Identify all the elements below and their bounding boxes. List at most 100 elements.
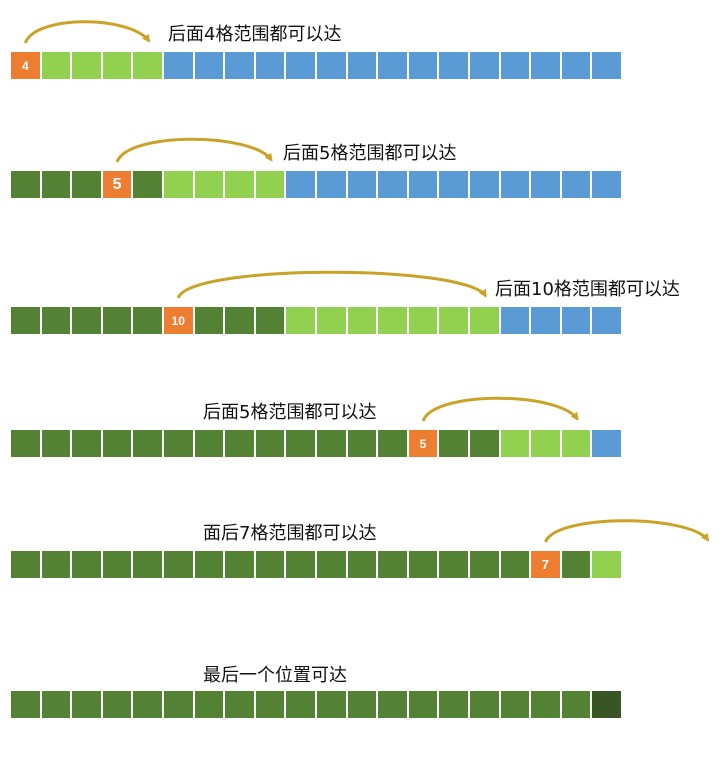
step-1-caption: 后面4格范围都可以达 [168, 24, 342, 45]
array-cell [224, 550, 255, 579]
array-cell [224, 51, 255, 80]
array-cell [224, 306, 255, 335]
last-position-cell [591, 690, 622, 719]
array-cell [560, 429, 592, 458]
array-cell [193, 429, 225, 458]
array-cell [254, 51, 286, 80]
step-3-array-row: 10 [10, 306, 622, 336]
array-cell [162, 429, 194, 458]
array-cell [407, 550, 439, 579]
array-cell [101, 690, 133, 719]
array-cell [591, 306, 622, 335]
array-cell [499, 550, 531, 579]
array-cell [132, 306, 163, 335]
current-position-cell: 10 [162, 306, 194, 335]
array-cell [346, 429, 378, 458]
array-cell [591, 429, 622, 458]
current-position-cell: 5 [101, 170, 133, 199]
array-cell [499, 306, 531, 335]
array-cell [315, 170, 347, 199]
array-cell [438, 51, 469, 80]
array-cell [193, 550, 225, 579]
array-cell [560, 306, 592, 335]
array-cell [530, 51, 561, 80]
array-cell [101, 550, 133, 579]
array-cell [468, 690, 500, 719]
array-cell [591, 550, 622, 579]
array-cell [101, 51, 133, 80]
array-cell [254, 306, 286, 335]
step-3-caption: 后面10格范围都可以达 [495, 279, 680, 300]
array-cell [377, 51, 408, 80]
array-cell [285, 690, 316, 719]
array-cell [101, 429, 133, 458]
array-cell [499, 690, 531, 719]
array-cell [438, 306, 469, 335]
array-cell [530, 429, 561, 458]
array-cell [591, 51, 622, 80]
step-5-array-row: 7 [10, 550, 622, 580]
array-cell [71, 550, 102, 579]
array-cell [193, 690, 225, 719]
array-cell [315, 550, 347, 579]
array-cell [377, 550, 408, 579]
step-5-caption: 面后7格范围都可以达 [203, 523, 377, 544]
array-cell [468, 51, 500, 80]
array-cell [40, 51, 72, 80]
array-cell [71, 51, 102, 80]
step-6-array-row [10, 690, 622, 720]
array-cell [560, 170, 592, 199]
array-cell [224, 690, 255, 719]
array-cell [40, 170, 72, 199]
array-cell [530, 170, 561, 199]
array-cell [560, 690, 592, 719]
array-cell [315, 51, 347, 80]
array-cell [10, 429, 41, 458]
array-cell [530, 690, 561, 719]
array-cell [499, 429, 531, 458]
array-cell [591, 170, 622, 199]
array-cell [254, 550, 286, 579]
array-cell [377, 170, 408, 199]
jump-range-arrow [544, 519, 710, 543]
array-cell [224, 170, 255, 199]
array-cell [101, 306, 133, 335]
array-cell [438, 429, 469, 458]
array-cell [254, 429, 286, 458]
array-cell [377, 690, 408, 719]
array-cell [468, 429, 500, 458]
array-cell [407, 170, 439, 199]
current-position-cell: 5 [407, 429, 439, 458]
array-cell [162, 51, 194, 80]
array-cell [560, 550, 592, 579]
array-cell [132, 170, 163, 199]
step-4-caption: 后面5格范围都可以达 [203, 402, 377, 423]
array-cell [438, 550, 469, 579]
array-cell [315, 429, 347, 458]
array-cell [407, 306, 439, 335]
array-cell [560, 51, 592, 80]
array-cell [438, 170, 469, 199]
array-cell [132, 550, 163, 579]
array-cell [285, 306, 316, 335]
jump-range-arrow [176, 270, 487, 299]
array-cell [40, 550, 72, 579]
array-cell [71, 429, 102, 458]
array-cell [407, 51, 439, 80]
array-cell [10, 306, 41, 335]
array-cell [132, 51, 163, 80]
array-cell [40, 690, 72, 719]
array-cell [346, 51, 378, 80]
array-cell [468, 550, 500, 579]
array-cell [132, 690, 163, 719]
array-cell [377, 306, 408, 335]
array-cell [438, 690, 469, 719]
array-cell [132, 429, 163, 458]
jump-range-arrow [421, 396, 579, 422]
array-cell [224, 429, 255, 458]
array-cell [71, 690, 102, 719]
array-cell [346, 550, 378, 579]
array-cell [162, 550, 194, 579]
